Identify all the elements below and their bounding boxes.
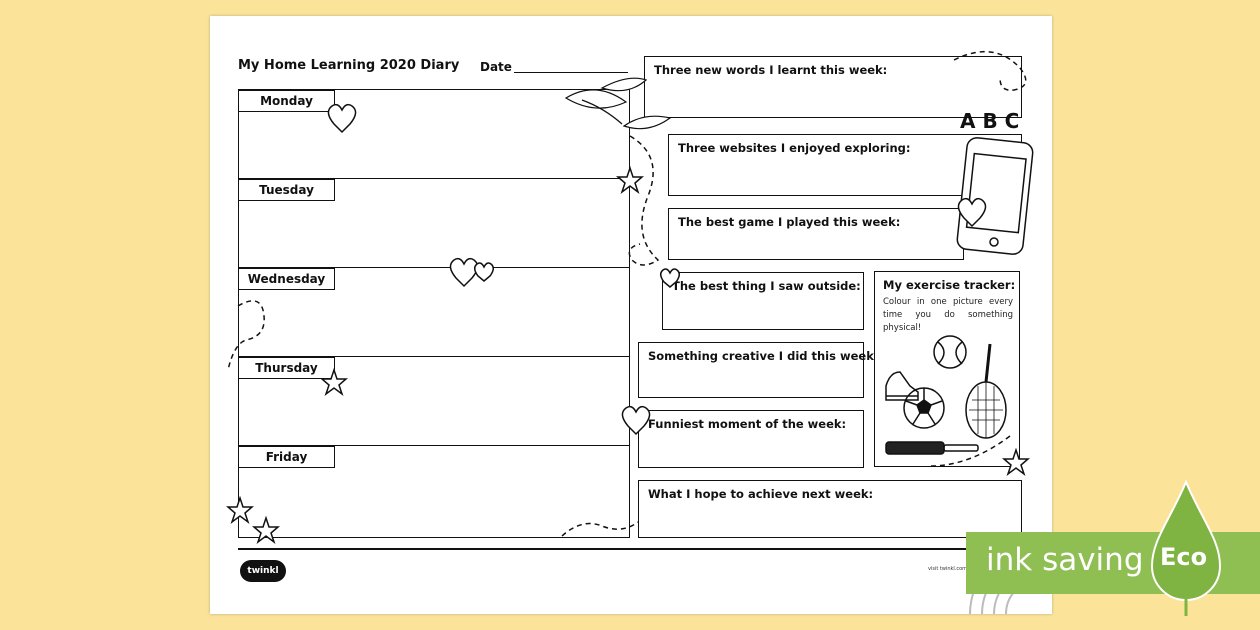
eco-leaf-icon xyxy=(1150,480,1222,616)
day-divider xyxy=(239,267,629,268)
hope-box: What I hope to achieve next week: xyxy=(638,480,1022,538)
twinkl-logo: twinkl xyxy=(240,560,286,582)
dashed-trail xyxy=(227,50,1027,537)
date-label: Date xyxy=(480,60,512,74)
date-line xyxy=(514,72,628,73)
worksheet-page: My Home Learning 2020 Diary Date Monday … xyxy=(210,16,1052,615)
tennis-racket-icon xyxy=(965,343,1007,439)
best-outside-label: The best thing I saw outside: xyxy=(672,279,861,293)
decorations: A B C xyxy=(225,50,1041,615)
best-game-label: The best game I played this week: xyxy=(678,215,901,229)
ink-saving-label: ink saving xyxy=(986,542,1144,578)
eco-label: Eco xyxy=(1160,543,1208,571)
tracker-instructions: Colour in one picture every time you do … xyxy=(883,297,1013,333)
leaves-icon xyxy=(564,77,672,130)
hope-label: What I hope to achieve next week: xyxy=(648,487,874,501)
footer-url: visit twinkl.com xyxy=(928,566,968,572)
day-divider xyxy=(239,445,629,446)
star-icon xyxy=(225,165,1031,545)
trainer-icon xyxy=(885,371,919,401)
page-title: My Home Learning 2020 Diary xyxy=(238,58,460,73)
tracker-title: My exercise tracker: xyxy=(883,278,1016,292)
day-label-wednesday: Wednesday xyxy=(239,268,335,290)
creative-box: Something creative I did this week: xyxy=(638,342,878,398)
abc-decoration: A B C xyxy=(960,109,1019,133)
funniest-box: Funniest moment of the week: xyxy=(638,410,864,468)
day-label-thursday: Thursday xyxy=(239,357,335,379)
footer-rule xyxy=(238,548,1024,550)
websites-label: Three websites I enjoyed exploring: xyxy=(678,141,911,155)
phone-icon xyxy=(956,137,1034,255)
tennis-ball-icon xyxy=(933,335,967,369)
days-panel: Monday Tuesday Wednesday Thursday Friday xyxy=(238,89,630,538)
day-divider xyxy=(239,178,629,179)
football-icon xyxy=(903,387,945,429)
best-outside-box: The best thing I saw outside: xyxy=(662,272,864,330)
day-label-tuesday: Tuesday xyxy=(239,179,335,201)
funniest-label: Funniest moment of the week: xyxy=(648,417,847,431)
day-label-monday: Monday xyxy=(239,90,335,112)
day-divider xyxy=(239,356,629,357)
new-words-label: Three new words I learnt this week: xyxy=(654,63,888,77)
heart-icon xyxy=(327,103,987,436)
creative-label: Something creative I did this week: xyxy=(648,349,879,363)
best-game-box: The best game I played this week: xyxy=(668,208,964,260)
cricket-bat-icon xyxy=(885,441,979,455)
new-words-box: Three new words I learnt this week: xyxy=(644,56,1022,118)
day-label-friday: Friday xyxy=(239,446,335,468)
